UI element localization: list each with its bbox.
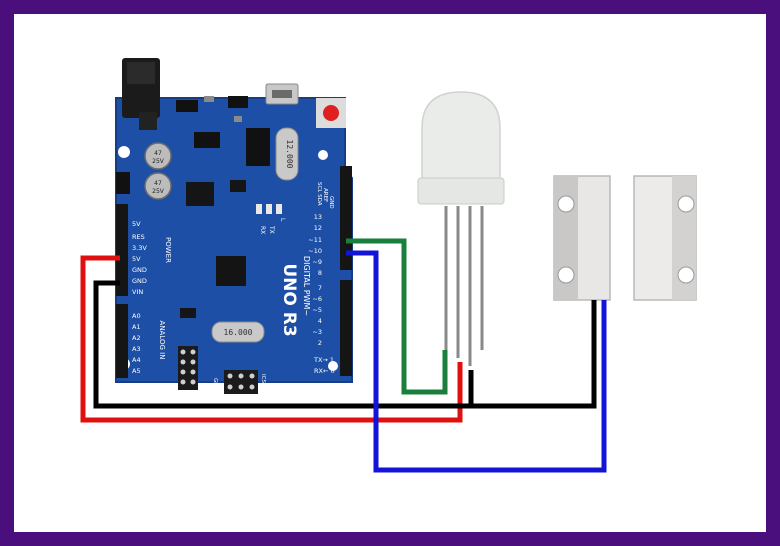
scl-sda-label: SCL SDA	[316, 182, 322, 206]
digital-header-top	[340, 166, 352, 270]
rx-led-label: RX	[259, 226, 266, 234]
power-label: POWER	[164, 237, 172, 263]
gnd-label: GND	[328, 196, 334, 209]
pin-label: ~11	[308, 236, 322, 244]
mount-hole	[328, 361, 338, 371]
pin-label: 13	[314, 213, 322, 221]
board-model-label: UNO R3	[279, 263, 299, 336]
analog-pin-labels: A0 A1 A2 A3 A4 A5	[132, 312, 141, 375]
icsp-label: ICSP	[260, 374, 266, 387]
analog-header	[116, 304, 128, 378]
tx-led-label: TX	[268, 225, 275, 234]
svg-text:25V: 25V	[152, 158, 165, 165]
analog-in-label: ANALOG IN	[158, 321, 166, 360]
pin-label: 8	[318, 269, 322, 277]
digital-pin-labels: 13 12 ~11 ~10 ~9 8 7 ~6 ~5 4 ~3 2	[308, 213, 322, 347]
smd-resistor	[234, 116, 242, 122]
pin-label: 12	[314, 224, 322, 232]
pin-label: VIN	[132, 288, 143, 296]
power-pin-labels: 5V RES 3.3V 5V GND GND VIN	[132, 220, 147, 296]
reset-button	[323, 105, 339, 121]
led-dome	[421, 91, 501, 181]
screw-hole	[557, 266, 575, 284]
smd-chip	[228, 96, 248, 108]
aref-label: AREF	[322, 188, 328, 202]
wire-blue	[346, 250, 607, 473]
pin-label: ~9	[312, 258, 322, 266]
pin-label: ~6	[312, 295, 322, 303]
micro-usb-slot	[272, 90, 292, 98]
status-led	[256, 204, 262, 214]
pin-label: A0	[132, 312, 141, 320]
status-led	[276, 204, 282, 214]
crystal-16mhz-label: 16.000	[224, 328, 253, 337]
dc-power-jack-face	[127, 62, 155, 84]
pin-label: GND	[132, 266, 147, 274]
icsp-header	[178, 346, 198, 390]
status-led	[266, 204, 272, 214]
pin-label: ~5	[312, 306, 322, 314]
smd-chip	[186, 182, 214, 206]
screw-hole	[557, 195, 575, 213]
svg-text:25V: 25V	[152, 188, 165, 195]
pin-label: 4	[318, 317, 322, 325]
mount-hole	[318, 150, 328, 160]
dc-jack-foot	[139, 112, 157, 130]
wire-green	[346, 238, 448, 395]
smd-chip	[180, 308, 196, 318]
pin-label: 3.3V	[132, 244, 147, 252]
rx-pin-label: RX← 0	[314, 367, 335, 375]
smd-chip	[176, 100, 198, 112]
electrolytic-capacitor: 47 25V	[144, 172, 172, 200]
screw-hole	[677, 195, 695, 213]
rgb-led	[417, 91, 505, 366]
pin-label: A3	[132, 345, 141, 353]
pin-label: RES	[132, 233, 145, 241]
crystal-12mhz-label: 12.000	[285, 140, 294, 169]
regulator-chip	[194, 132, 220, 148]
mount-hole	[118, 146, 130, 158]
gnd-small-label: GND	[212, 378, 218, 391]
crystal-12mhz	[275, 127, 299, 181]
svg-text:47: 47	[154, 180, 162, 187]
screw-hole	[677, 266, 695, 284]
wires	[80, 238, 607, 473]
diode	[116, 172, 130, 194]
power-header	[116, 204, 128, 296]
pin-label: ~3	[312, 328, 322, 336]
arduino-uno-board: 12.000 47 25V 47 25V TX RX L 16.000	[115, 58, 353, 394]
electrolytic-capacitor: 47 25V	[144, 142, 172, 170]
l-led-label: L	[279, 218, 286, 222]
digital-pwm-label: DIGITAL PWM~	[302, 256, 311, 316]
digital-header-bottom	[340, 280, 352, 376]
smd-resistor	[204, 96, 214, 102]
pin-label: 7	[318, 284, 322, 292]
led-base	[417, 177, 505, 205]
atmega-microcontroller	[216, 256, 246, 286]
pin-label: 2	[318, 339, 322, 347]
magnetic-door-sensor	[553, 175, 697, 301]
pin-label: ~10	[308, 247, 322, 255]
pin-label: GND	[132, 277, 147, 285]
pin-label: A4	[132, 356, 141, 364]
wire-black	[93, 280, 597, 409]
usb-serial-chip	[246, 128, 270, 166]
pin-label: A2	[132, 334, 141, 342]
smd-chip	[230, 180, 246, 192]
svg-text:47: 47	[154, 150, 162, 157]
tx-pin-label: TX→ 1	[313, 356, 334, 364]
pin-label: 5V	[132, 255, 141, 263]
pin-label: A5	[132, 367, 141, 375]
pin-label: 5V	[132, 220, 141, 228]
icsp-header-2	[224, 370, 258, 394]
pin-label: A1	[132, 323, 141, 331]
wire-red	[80, 255, 463, 423]
crystal-16mhz	[211, 321, 265, 343]
